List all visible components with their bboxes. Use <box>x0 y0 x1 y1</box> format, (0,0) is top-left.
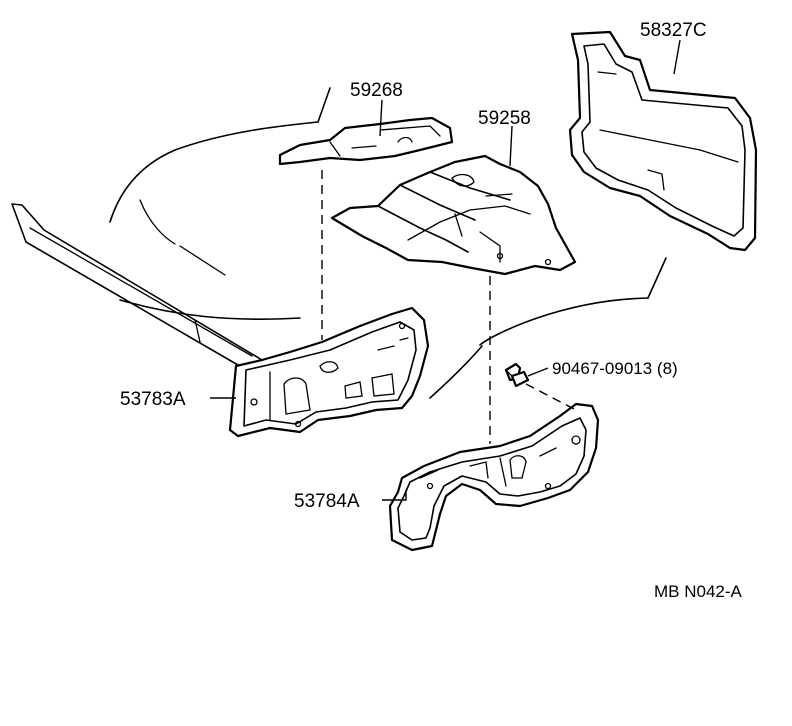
part-59268-bracket <box>278 116 454 166</box>
part-59258-panel <box>330 154 577 276</box>
label-59258: 59258 <box>478 108 531 129</box>
label-59268: 59268 <box>350 80 403 101</box>
label-53784a: 53784A <box>294 491 360 512</box>
part-53784a-panel <box>388 402 600 552</box>
assembly-dashed-lines <box>321 170 577 444</box>
label-53783a: 53783A <box>120 389 186 410</box>
label-58327c: 58327C <box>640 20 707 41</box>
reference-code: MB N042-A <box>654 582 743 601</box>
part-58327c-gasket <box>568 30 758 252</box>
leader-lines <box>210 39 681 501</box>
part-53783a-panel <box>228 306 430 438</box>
part-90467-clip <box>504 362 530 388</box>
label-90467-09013: 90467-09013 (8) <box>552 359 678 378</box>
